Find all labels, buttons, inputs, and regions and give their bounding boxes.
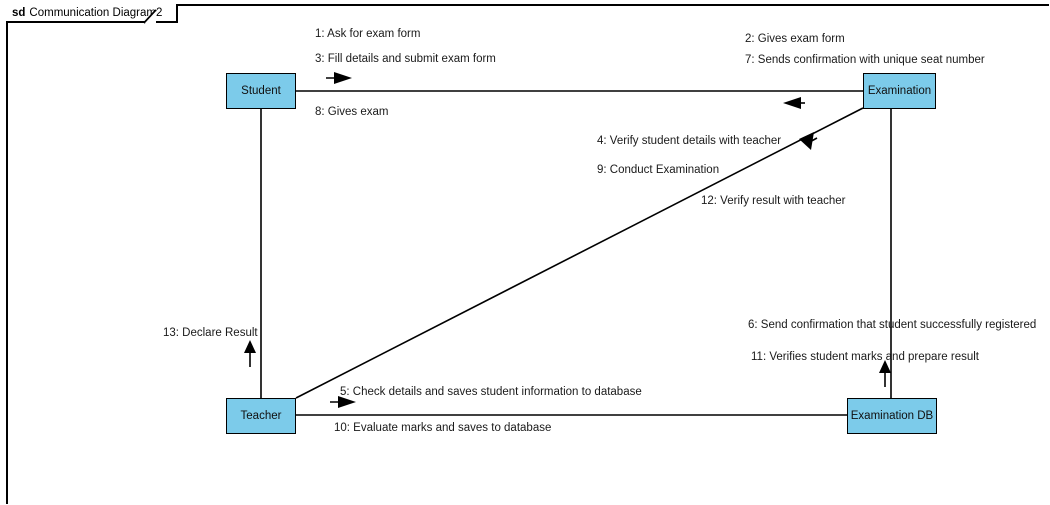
- node-teacher-label: Teacher: [240, 410, 282, 422]
- node-examinationdb[interactable]: Examination DB: [847, 398, 937, 434]
- arrow-teacher-to-examination: [799, 132, 818, 150]
- interaction-frame: [6, 4, 1049, 504]
- arrow-examination-to-student: [783, 97, 805, 109]
- message-label-2[interactable]: 2: Gives exam form: [745, 33, 845, 45]
- message-label-6[interactable]: 6: Send confirmation that student succes…: [748, 319, 1037, 331]
- frame-keyword: sd: [12, 6, 26, 19]
- message-label-11[interactable]: 11: Verifies student marks and prepare r…: [751, 351, 979, 363]
- frame-title: Communication Diagram2: [29, 6, 163, 19]
- arrow-examinationdb-to-examination: [879, 360, 891, 387]
- message-label-9[interactable]: 9: Conduct Examination: [597, 164, 720, 176]
- message-label-3[interactable]: 3: Fill details and submit exam form: [315, 53, 496, 65]
- message-label-8[interactable]: 8: Gives exam: [315, 106, 389, 118]
- message-label-10[interactable]: 10: Evaluate marks and saves to database: [334, 422, 552, 434]
- link-teacher-examination: [295, 107, 864, 399]
- arrow-student-to-examination: [326, 72, 352, 84]
- message-label-1[interactable]: 1: Ask for exam form: [315, 28, 421, 40]
- node-student[interactable]: Student: [226, 73, 296, 109]
- message-label-4[interactable]: 4: Verify student details with teacher: [597, 135, 782, 147]
- node-examination[interactable]: Examination: [863, 73, 936, 109]
- frame-label-tab: sd Communication Diagram2: [6, 4, 179, 23]
- message-label-13[interactable]: 13: Declare Result: [163, 327, 258, 339]
- message-label-5[interactable]: 5: Check details and saves student infor…: [340, 386, 642, 398]
- arrow-teacher-to-student: [244, 340, 256, 367]
- node-student-label: Student: [241, 85, 281, 97]
- message-label-7[interactable]: 7: Sends confirmation with unique seat n…: [745, 54, 985, 66]
- message-label-12[interactable]: 12: Verify result with teacher: [701, 195, 846, 207]
- node-teacher[interactable]: Teacher: [226, 398, 296, 434]
- node-examinationdb-label: Examination DB: [850, 410, 934, 422]
- arrow-teacher-to-examinationdb: [330, 396, 356, 408]
- node-examination-label: Examination: [867, 85, 932, 97]
